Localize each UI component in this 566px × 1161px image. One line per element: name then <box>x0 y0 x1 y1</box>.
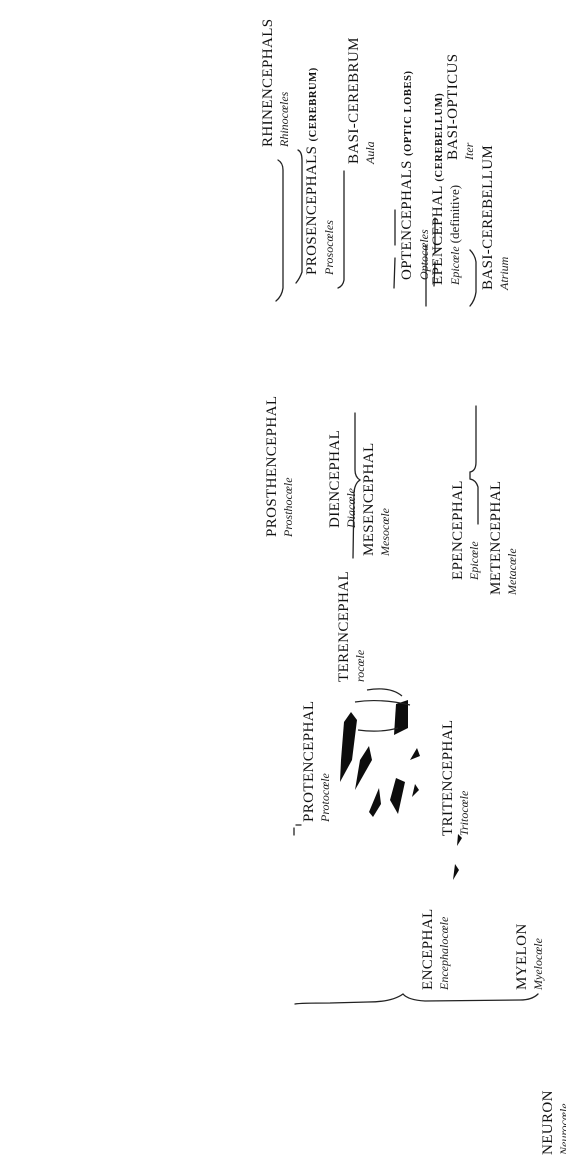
term-epencephal-definitive-cavity: Epicœle (definitive) <box>447 93 462 285</box>
term-epencephal-definitive-note: (CEREBELLUM) <box>434 92 445 182</box>
term-prosencephals-cavity: Prosocœles <box>322 220 336 275</box>
term-basi-cerebrum-cavity: Aula <box>363 141 377 164</box>
term-epencephal-name: EPENCEPHAL <box>450 480 466 580</box>
term-optencephals-note: (OPTIC LOBES) <box>403 70 414 157</box>
term-prosthencephal-name: PROSTHENCEPHAL <box>264 395 280 537</box>
neuron-brace <box>294 993 539 1005</box>
term-optencephals-cavity: Optocœles <box>417 229 431 280</box>
protencephal-brace <box>293 824 302 836</box>
term-epencephal-definitive-qualifier: (definitive) <box>447 184 462 244</box>
term-optencephals-name: OPTENCEPHALS (OPTIC LOBES) <box>399 70 417 280</box>
tritencephal-brace <box>469 405 479 525</box>
term-prosencephals-label: PROSENCEPHALS <box>304 145 320 275</box>
term-neuron-cavity: Neurocœle <box>557 1103 566 1155</box>
term-neuron-name: NEURON <box>540 1090 556 1155</box>
term-optencephals-label: OPTENCEPHALS <box>399 160 415 280</box>
term-diencephal-cavity: Diacœle <box>344 488 358 528</box>
basi-cerebellum-brace <box>469 249 477 307</box>
basi-opticus-brace <box>433 217 436 287</box>
term-diencephal-name: DIENCEPHAL <box>327 429 343 528</box>
term-basi-cerebellum-cavity: Atrium <box>497 256 511 290</box>
term-basi-cerebrum-name: BASI-CEREBRUM <box>346 37 362 164</box>
term-myelon-cavity: Myelocœle <box>531 938 545 990</box>
term-metencephal-name: METENCEPHAL <box>488 480 504 595</box>
term-deuterencephal-name: TERENCEPHAL <box>336 570 352 682</box>
term-rhinencephals-name: RHINENCEPHALS <box>260 18 276 147</box>
term-protencephal-name: PROTENCEPHAL <box>301 700 317 822</box>
term-mesencephal-cavity: Mesocœle <box>378 508 392 556</box>
term-tritencephal-cavity: Tritocœle <box>457 790 471 836</box>
term-epencephal-cavity: Epicœle <box>467 541 481 580</box>
term-rhinencephals-cavity: Rhinocœles <box>277 91 291 147</box>
term-mesencephal-name: MESENCEPHAL <box>361 442 377 556</box>
term-myelon-name: MYELON <box>514 923 530 990</box>
optencephals-brace <box>393 209 396 289</box>
term-encephal-cavity: Encephalocœle <box>437 916 451 990</box>
term-prosthencephal-cavity: Prosthocœle <box>281 477 295 537</box>
term-deuterencephal-cavity: rocœle <box>353 649 367 682</box>
term-epencephal-definitive-name: EPENCEPHAL (CEREBELLUM) <box>430 93 448 285</box>
term-epencephal-definitive-label: EPENCEPHAL <box>430 185 446 285</box>
term-encephal-name: ENCEPHAL <box>420 908 436 990</box>
basi-cerebrum-brace <box>337 170 345 289</box>
term-basi-cerebellum-name: BASI-CEREBELLUM <box>480 144 496 290</box>
term-basi-opticus-cavity: Iter <box>462 142 476 160</box>
term-epencephal-definitive-cavity-label: Epicœle <box>448 246 462 285</box>
term-tritencephal-name: TRITENCEPHAL <box>440 719 456 836</box>
deuterencephal-brace <box>352 412 362 559</box>
term-prosencephals-name: PROSENCEPHALS (CEREBRUM) <box>304 67 322 275</box>
term-metencephal-cavity: Metacœle <box>505 548 519 595</box>
prosthencephal-brace <box>295 149 303 284</box>
term-protencephal-cavity: Protocœle <box>318 773 332 822</box>
term-prosencephals-note: (CEREBRUM) <box>308 67 319 142</box>
rhinencephals-brace <box>275 159 284 302</box>
